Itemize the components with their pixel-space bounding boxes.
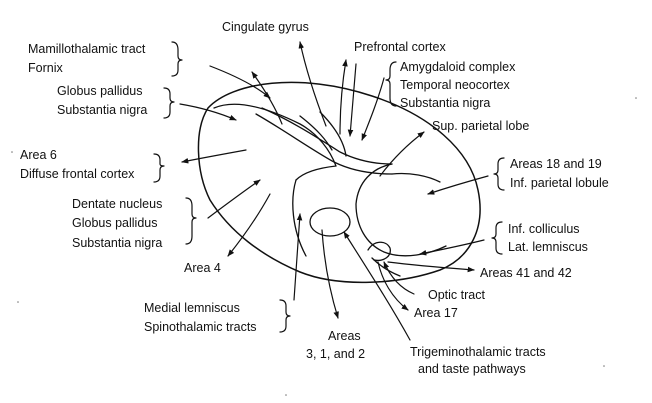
arrow-cingulate-2: [298, 41, 327, 127]
midline-ridge: [299, 111, 347, 157]
arrow-areas-41-42: [387, 261, 475, 273]
arrow-prefrontal-2: [347, 63, 357, 137]
brace-area6: [153, 153, 165, 183]
brace-mammillothalamic: [171, 41, 183, 77]
brace-inf-colliculus: [491, 221, 503, 255]
label-cingulate-gyrus: Cingulate gyrus: [222, 20, 309, 34]
label-dentate-nucleus: Dentate nucleus: [72, 197, 162, 211]
internal-medullary-lamina-upper: [261, 107, 393, 165]
label-globus-pallidus-top: Globus pallidus: [57, 84, 142, 98]
label-area-17: Area 17: [414, 306, 458, 320]
pathway-arrows: [179, 41, 489, 341]
arrow-optic-tract: [383, 261, 415, 295]
label-diffuse-frontal-cortex: Diffuse frontal cortex: [20, 167, 135, 181]
medial-geniculate-body: [309, 207, 351, 237]
label-amygdaloid-complex: Amygdaloid complex: [400, 60, 516, 74]
label-fornix: Fornix: [28, 61, 63, 75]
scan-specks: [11, 97, 637, 396]
label-trigeminothalamic-tracts: Trigeminothalamic tracts: [410, 345, 546, 359]
label-area-4: Area 4: [184, 261, 221, 275]
label-mammillothalamic-tract: Mamillothalamic tract: [28, 42, 146, 56]
label-spinothalamic-tracts: Spinothalamic tracts: [144, 320, 257, 334]
anterior-nucleus-outline: [213, 103, 337, 181]
arrow-inf-colliculus: [419, 239, 485, 256]
arrow-area6: [181, 149, 247, 164]
label-substantia-nigra-mid: Substantia nigra: [72, 236, 162, 250]
arrow-dentate: [207, 179, 261, 219]
label-medial-lemniscus: Medial lemniscus: [144, 301, 240, 315]
thalamus-outline: [197, 81, 481, 284]
label-taste-pathways: and taste pathways: [418, 362, 526, 376]
label-temporal-neocortex: Temporal neocortex: [400, 78, 511, 92]
label-substantia-nigra-top: Substantia nigra: [57, 103, 147, 117]
lateral-nuclear-boundary: [292, 179, 307, 257]
arrow-areas-312: [321, 229, 339, 319]
label-globus-pallidus-mid: Globus pallidus: [72, 216, 157, 230]
thalamus-illustration: [197, 81, 481, 284]
arrow-areas-18-19: [427, 175, 489, 195]
label-substantia-nigra-right: Substantia nigra: [400, 96, 490, 110]
brace-areas-18-19: [493, 157, 505, 191]
pulvinar-outline: [355, 163, 447, 257]
brace-amygdaloid: [385, 61, 397, 107]
arrow-cingulate: [251, 71, 283, 125]
labels: Mamillothalamic tract Fornix Cingulate g…: [20, 20, 609, 376]
brace-globus-top: [163, 87, 175, 119]
arrow-sup-parietal: [379, 131, 425, 177]
brace-medial-lemniscus: [279, 299, 291, 333]
label-prefrontal-cortex: Prefrontal cortex: [354, 40, 446, 54]
label-areas-41-42: Areas 41 and 42: [480, 266, 572, 280]
arrow-mamillothalamic: [209, 65, 271, 99]
arrow-area4: [227, 193, 271, 257]
label-lat-lemniscus: Lat. lemniscus: [508, 240, 588, 254]
label-inf-colliculus: Inf. colliculus: [508, 222, 580, 236]
label-braces: [153, 41, 505, 333]
arrow-trigeminothalamic: [343, 231, 411, 341]
label-sup-parietal-lobe: Sup. parietal lobe: [432, 119, 529, 133]
arrow-medial-lemniscus: [293, 213, 303, 301]
label-areas-line1: Areas: [328, 329, 361, 343]
label-areas-line2: 3, 1, and 2: [306, 347, 365, 361]
brace-dentate: [185, 197, 197, 245]
lateral-geniculate-body: [367, 241, 391, 262]
label-area-6: Area 6: [20, 148, 57, 162]
arrow-area17: [377, 261, 409, 311]
pulvinar-upper-edge: [391, 172, 441, 183]
arrow-prefrontal-1: [339, 59, 348, 135]
label-inf-parietal-lobule: Inf. parietal lobule: [510, 176, 609, 190]
label-optic-tract: Optic tract: [428, 288, 485, 302]
arrow-amygdaloid: [361, 77, 385, 141]
internal-medullary-lamina-lower: [255, 113, 393, 175]
label-areas-18-19: Areas 18 and 19: [510, 157, 602, 171]
arrow-globus-top: [179, 103, 237, 121]
